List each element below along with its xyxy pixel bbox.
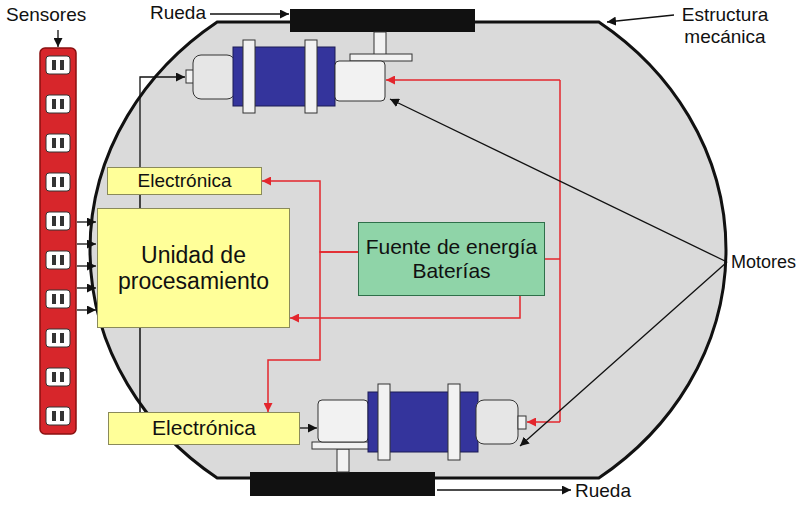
sensor-element <box>60 255 64 265</box>
sensor-strip <box>40 48 76 434</box>
sensor-element <box>52 294 56 304</box>
motor-flange <box>378 384 390 460</box>
drive-wire <box>140 77 185 167</box>
sensor-element <box>52 333 56 343</box>
sensor-element <box>60 333 64 343</box>
sensor-element <box>52 177 56 187</box>
sensor-element <box>52 60 56 70</box>
signal-arrow <box>77 243 96 244</box>
part-label: Sensores <box>6 4 86 26</box>
sensor-cell-body <box>46 368 70 386</box>
electronics-box: Electrónica <box>108 412 300 445</box>
sensor-element <box>60 216 64 226</box>
motor-flange <box>243 40 255 113</box>
part-label: Estructura mecánica <box>655 4 795 48</box>
part-label: Rueda <box>575 480 631 502</box>
sensor-cell-body <box>46 251 70 269</box>
sensor-element <box>60 138 64 148</box>
sensor-cell <box>46 368 70 386</box>
sensor-cell <box>46 329 70 347</box>
node-text: Unidad de procesamiento <box>103 242 284 295</box>
power-connector <box>290 296 520 318</box>
part-label: Motores <box>731 251 796 273</box>
sensor-cell-body <box>46 407 70 425</box>
sensor-cell-body <box>46 290 70 308</box>
sensor-element <box>60 177 64 187</box>
signal-arrow <box>77 221 96 222</box>
sensor-element <box>60 372 64 382</box>
sensor-cell-body <box>46 56 70 74</box>
sensor-element <box>52 255 56 265</box>
node-text: Electrónica <box>138 170 232 192</box>
label-text: Sensores <box>6 4 86 25</box>
label-text: Motores <box>731 252 796 272</box>
part-label: Rueda <box>150 2 206 24</box>
sensor-element <box>60 294 64 304</box>
sensor-cell <box>46 251 70 269</box>
sensor-element <box>60 411 64 421</box>
sensor-cell-body <box>46 212 70 230</box>
sensor-cell-body <box>46 134 70 152</box>
sensor-element <box>52 372 56 382</box>
leader-line <box>520 262 727 446</box>
electronics-box: Electrónica <box>107 167 262 195</box>
sensor-cell-body <box>46 329 70 347</box>
gearbox <box>318 400 368 442</box>
motor-flange <box>448 384 460 460</box>
sensor-cells <box>46 56 70 425</box>
leader-line <box>57 30 58 47</box>
sensor-element <box>52 216 56 226</box>
axle <box>337 449 349 472</box>
node-text: Fuente de energía Baterías <box>364 235 539 283</box>
motor-cap <box>476 400 518 444</box>
label-text: Rueda <box>575 480 631 501</box>
motor-cap <box>193 55 235 99</box>
sensor-element <box>52 411 56 421</box>
signal-connector <box>139 328 141 412</box>
sensor-element <box>60 60 64 70</box>
sensor-cell-body <box>46 95 70 113</box>
gearbox <box>335 61 385 101</box>
sensor-element <box>52 99 56 109</box>
power-wire <box>386 79 560 81</box>
motor-shaft <box>518 416 526 429</box>
sensor-arrows <box>77 222 96 310</box>
wheel <box>290 9 475 32</box>
leader-line <box>437 489 571 490</box>
sensor-cell <box>46 212 70 230</box>
axle <box>374 32 386 56</box>
sensor-cell <box>46 407 70 425</box>
motor-flange <box>305 40 317 113</box>
processing-unit-box: Unidad de procesamiento <box>97 208 290 328</box>
power-bus <box>559 80 561 422</box>
axle-bracket <box>312 442 374 449</box>
axle-bracket <box>350 54 412 61</box>
node-text: Electrónica <box>152 416 256 440</box>
chassis-outline <box>90 22 726 478</box>
sensor-cell <box>46 173 70 191</box>
sensor-cell <box>46 56 70 74</box>
signal-arrow <box>77 309 96 310</box>
sensor-cell <box>46 290 70 308</box>
label-text: Estructura mecánica <box>682 4 769 47</box>
sensor-element <box>52 138 56 148</box>
signal-arrow <box>77 265 96 266</box>
signal-connector <box>139 195 141 208</box>
power-wire <box>527 421 560 423</box>
leader-line <box>210 13 289 14</box>
battery-box: Fuente de energía Baterías <box>358 222 545 296</box>
power-wire <box>545 258 560 260</box>
signal-arrow <box>77 287 96 288</box>
leader-line <box>607 15 674 22</box>
label-text: Rueda <box>150 2 206 23</box>
wheel <box>250 472 435 496</box>
sensor-cell <box>46 134 70 152</box>
drive-wire <box>300 427 317 428</box>
sensor-element <box>60 99 64 109</box>
sensor-cell <box>46 95 70 113</box>
sensor-cell-body <box>46 173 70 191</box>
